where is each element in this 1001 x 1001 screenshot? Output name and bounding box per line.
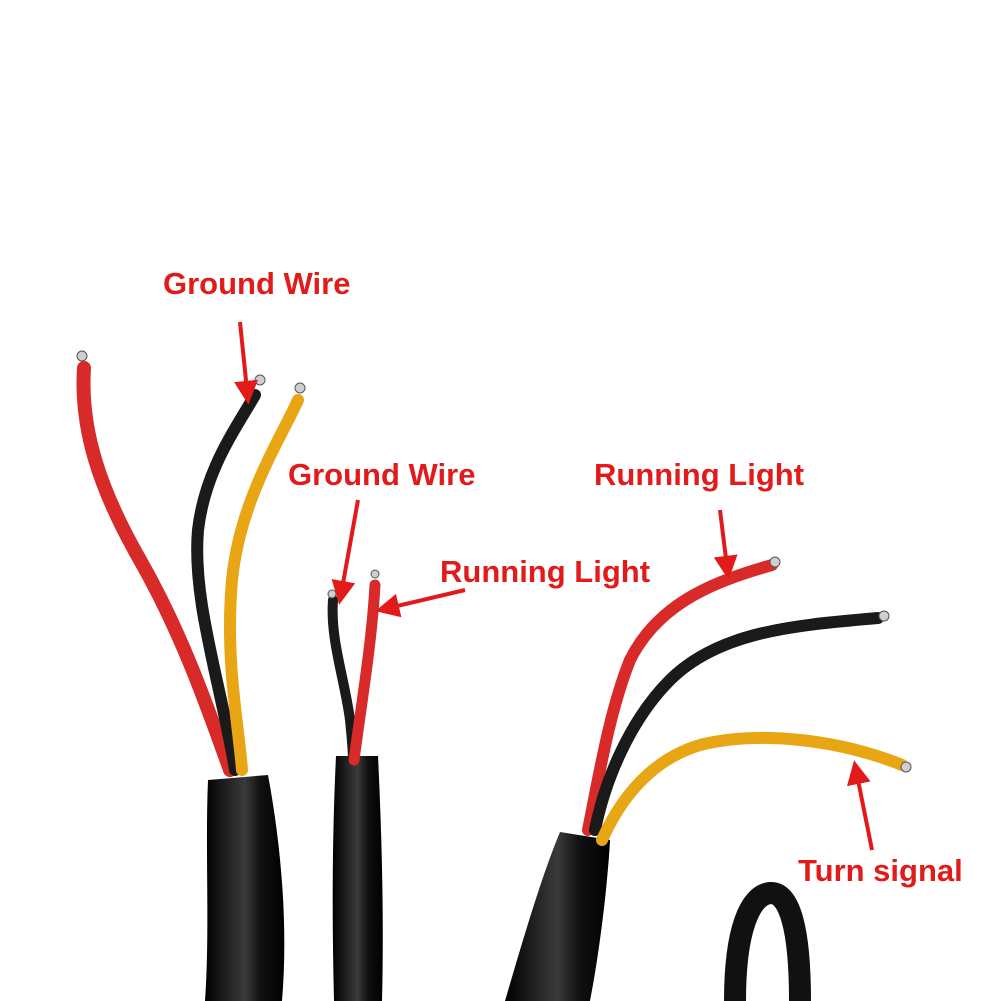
left-sheath <box>205 775 285 1001</box>
right-black-wire <box>589 612 884 836</box>
middle-red-wire <box>348 579 381 766</box>
left-yellow-tip <box>294 382 306 394</box>
right-cable-group <box>505 556 912 1001</box>
label-running-light-right: Running Light <box>594 457 805 492</box>
left-red-wire <box>76 361 237 777</box>
middle-cable-group <box>327 569 383 1001</box>
right-yellow-wire <box>596 731 908 846</box>
right-yellow-tip <box>900 761 912 773</box>
callout-arrows <box>234 321 874 851</box>
label-ground-wire-left: Ground Wire <box>163 266 351 301</box>
middle-black-tip <box>327 589 337 599</box>
middle-red-tip <box>370 569 380 579</box>
left-cable-group <box>76 350 306 1001</box>
left-black-wire <box>191 389 261 776</box>
right-red-tip <box>769 556 781 568</box>
middle-sheath <box>332 756 383 1001</box>
arrow-running-light-middle <box>375 588 466 618</box>
arrow-running-light-right <box>713 509 738 580</box>
arrow-ground-wire-middle <box>331 499 360 605</box>
left-red-tip <box>76 350 88 362</box>
right-black-tip <box>878 610 890 622</box>
left-black-tip <box>254 374 266 386</box>
right-sheath <box>505 832 610 1001</box>
label-ground-wire-middle: Ground Wire <box>288 457 476 492</box>
left-yellow-wire <box>223 394 304 776</box>
right-red-wire <box>582 559 778 836</box>
arrow-ground-wire-left <box>234 321 258 405</box>
middle-black-wire <box>327 595 358 765</box>
arrow-turn-signal <box>846 760 874 851</box>
looped-cable <box>724 882 811 1001</box>
label-running-light-middle: Running Light <box>440 554 651 589</box>
label-turn-signal: Turn signal <box>798 853 963 888</box>
